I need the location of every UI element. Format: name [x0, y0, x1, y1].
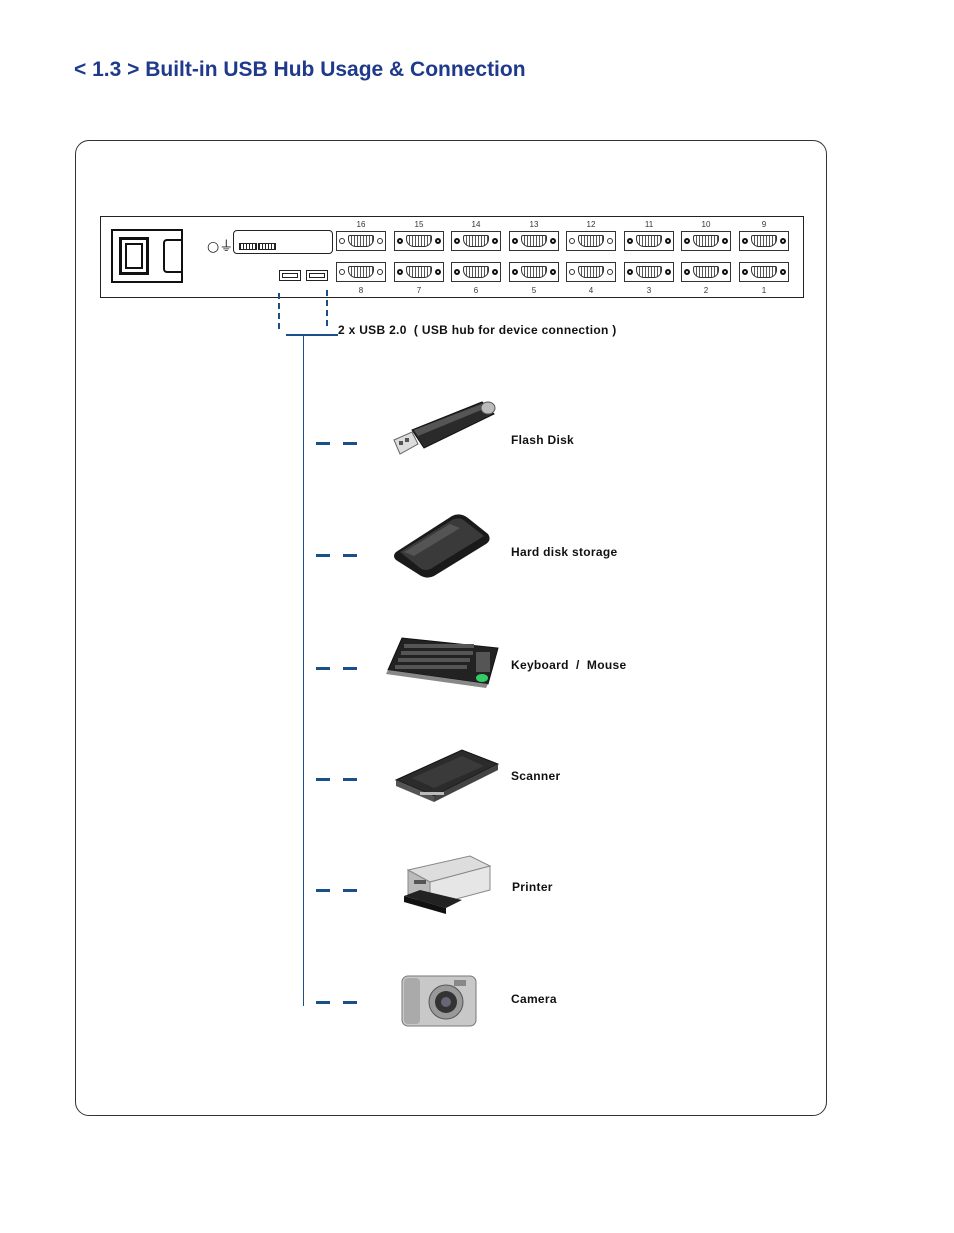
port-number-label: 4 — [588, 286, 594, 295]
port-number-label: 10 — [701, 220, 711, 229]
port-number-label: 13 — [529, 220, 539, 229]
usb-hub-label: 2 x USB 2.0 ( USB hub for device connect… — [338, 323, 617, 337]
port-number-label: 2 — [703, 286, 709, 295]
connector-dash — [343, 442, 357, 445]
port-number-label: 8 — [358, 286, 364, 295]
connector-dash — [316, 667, 330, 670]
connector-dash — [343, 667, 357, 670]
connector-dash — [316, 778, 330, 781]
device-label: Hard disk storage — [511, 545, 618, 559]
diagram-frame — [75, 140, 827, 1116]
connector-dash — [343, 778, 357, 781]
vga-port[interactable] — [739, 262, 789, 282]
connector-dash — [343, 1001, 357, 1004]
port-number-label: 11 — [644, 220, 654, 229]
vga-port[interactable] — [509, 231, 559, 251]
port-number-label: 9 — [761, 220, 767, 229]
page-title: < 1.3 > Built-in USB Hub Usage & Connect… — [74, 58, 526, 81]
connector-dash — [316, 889, 330, 892]
connector-dash — [343, 889, 357, 892]
port-number-label: 16 — [356, 220, 366, 229]
vga-port[interactable] — [624, 262, 674, 282]
ground-symbol-icon: ○⏚ — [207, 239, 234, 255]
port-number-label: 7 — [416, 286, 422, 295]
printer-icon — [404, 855, 492, 914]
vga-port[interactable] — [336, 231, 386, 251]
vga-port[interactable] — [739, 231, 789, 251]
device-label: Flash Disk — [511, 433, 575, 447]
keyboard-icon — [386, 637, 499, 688]
vga-port[interactable] — [624, 231, 674, 251]
vga-port[interactable] — [336, 262, 386, 282]
port-number-label: 12 — [586, 220, 596, 229]
kvm-rear-panel — [100, 216, 804, 298]
scanner-icon — [394, 749, 500, 802]
connector-dash — [316, 1001, 330, 1004]
usb-port-1[interactable] — [279, 270, 301, 281]
device-label: Keyboard / Mouse — [511, 658, 627, 672]
vga-port[interactable] — [394, 231, 444, 251]
port-number-label: 1 — [761, 286, 767, 295]
device-label: Scanner — [511, 769, 561, 783]
vga-port[interactable] — [451, 231, 501, 251]
usb-port-2[interactable] — [306, 270, 328, 281]
device-trunk-line — [303, 336, 304, 1006]
port-number-label: 3 — [646, 286, 652, 295]
port-number-label: 15 — [414, 220, 424, 229]
usb-dash-line-1 — [278, 293, 280, 329]
vga-port[interactable] — [681, 231, 731, 251]
port-number-label: 6 — [473, 286, 479, 295]
dip-switch-icon — [233, 230, 333, 254]
vga-port[interactable] — [394, 262, 444, 282]
port-number-label: 14 — [471, 220, 481, 229]
connector-dash — [316, 554, 330, 557]
vga-port[interactable] — [566, 262, 616, 282]
hard-disk-icon — [394, 514, 490, 578]
vga-port[interactable] — [451, 262, 501, 282]
usb-connector-line — [286, 334, 338, 336]
usb-dash-line-2 — [326, 290, 328, 326]
vga-port[interactable] — [681, 262, 731, 282]
device-label: Camera — [511, 992, 557, 1006]
connector-dash — [343, 554, 357, 557]
vga-port[interactable] — [566, 231, 616, 251]
vga-port[interactable] — [509, 262, 559, 282]
device-label: Printer — [512, 880, 553, 894]
port-number-label: 5 — [531, 286, 537, 295]
camera-icon — [401, 975, 477, 1027]
power-socket-icon — [111, 229, 183, 283]
connector-dash — [316, 442, 330, 445]
flash-disk-icon — [393, 401, 496, 455]
